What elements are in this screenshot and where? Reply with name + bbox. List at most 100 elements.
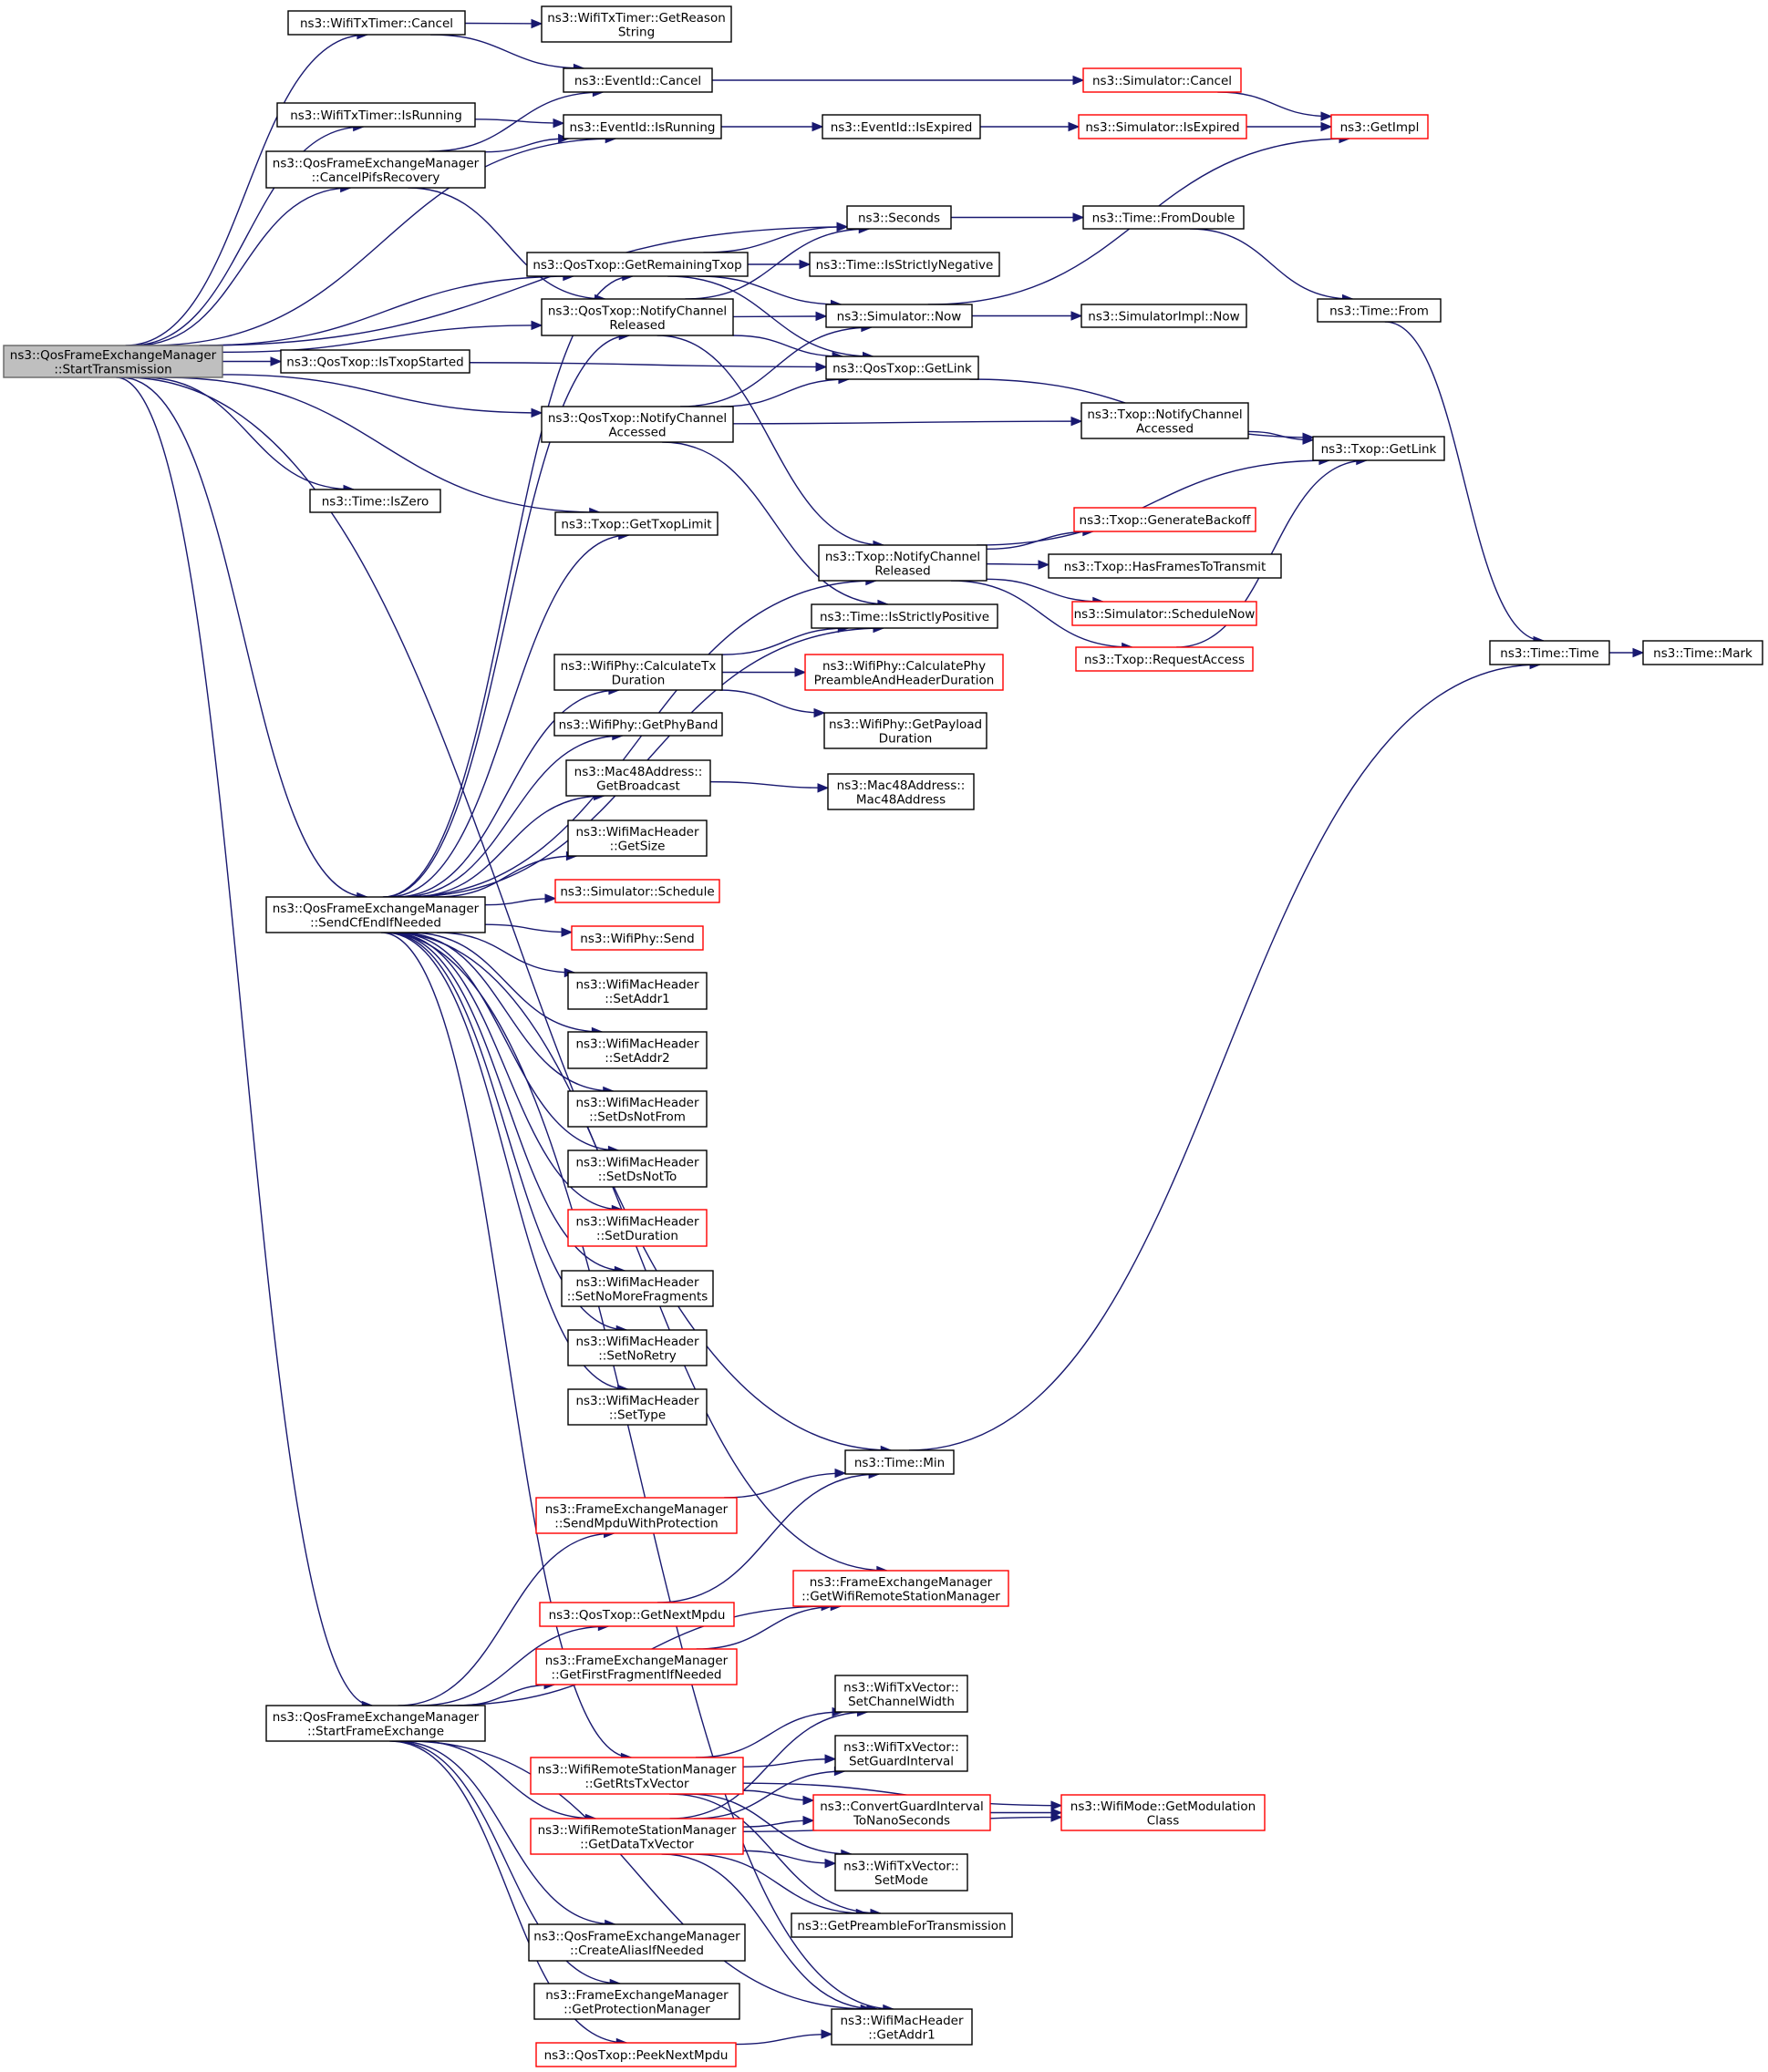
- node-set-mode[interactable]: ns3::WifiTxVector::SetMode: [834, 1853, 968, 1892]
- node-is-txop-started[interactable]: ns3::QosTxop::IsTxopStarted: [280, 349, 470, 374]
- arrowhead-icon: [1068, 121, 1080, 132]
- node-get-preamble[interactable]: ns3::GetPreambleForTransmission: [791, 1912, 1013, 1938]
- node-create-alias[interactable]: ns3::QosFrameExchangeManager::CreateAlia…: [528, 1923, 746, 1962]
- node-sim-impl-now[interactable]: ns3::SimulatorImpl::Now: [1080, 304, 1247, 328]
- node-timer-cancel[interactable]: ns3::WifiTxTimer::Cancel: [287, 10, 466, 36]
- node-set-addr1[interactable]: ns3::WifiMacHeader::SetAddr1: [567, 972, 708, 1010]
- node-event-cancel[interactable]: ns3::EventId::Cancel: [563, 67, 713, 93]
- node-sim-schedule[interactable]: ns3::Simulator::Schedule: [554, 879, 720, 903]
- node-set-no-more-frag[interactable]: ns3::WifiMacHeader::SetNoMoreFragments: [561, 1270, 714, 1307]
- node-set-guard[interactable]: ns3::WifiTxVector::SetGuardInterval: [834, 1735, 968, 1772]
- node-get-first-frag[interactable]: ns3::FrameExchangeManager::GetFirstFragm…: [535, 1648, 738, 1685]
- node-strictly-neg[interactable]: ns3::Time::IsStrictlyNegative: [809, 252, 1000, 277]
- node-label: ns3::Simulator::IsExpired: [1085, 120, 1239, 135]
- node-request-access[interactable]: ns3::Txop::RequestAccess: [1075, 646, 1254, 672]
- node-get-remaining[interactable]: ns3::QosTxop::GetRemainingTxop: [526, 252, 749, 277]
- node-box: [3, 345, 223, 378]
- node-box: [846, 205, 952, 230]
- node-set-type[interactable]: ns3::WifiMacHeader::SetType: [567, 1388, 708, 1426]
- node-phy-band[interactable]: ns3::WifiPhy::GetPhyBand: [553, 712, 723, 737]
- node-box: [1080, 304, 1247, 328]
- node-event-is-running[interactable]: ns3::EventId::IsRunning: [563, 114, 722, 139]
- node-time-time[interactable]: ns3::Time::Time: [1489, 640, 1610, 665]
- node-label: ns3::QosFrameExchangeManager: [273, 156, 480, 170]
- node-time-min[interactable]: ns3::Time::Min: [844, 1449, 955, 1475]
- node-box: [825, 304, 973, 328]
- arrowhead-icon: [270, 356, 283, 366]
- node-schedule-now[interactable]: ns3::Simulator::ScheduleNow: [1071, 601, 1257, 626]
- call-edge-get-broadcast-to-mac48: [709, 780, 829, 789]
- node-sim-is-expired[interactable]: ns3::Simulator::IsExpired: [1078, 114, 1247, 139]
- node-set-duration[interactable]: ns3::WifiMacHeader::SetDuration: [567, 1209, 708, 1247]
- node-phy-send[interactable]: ns3::WifiPhy::Send: [571, 925, 704, 951]
- node-get-next-mpdu[interactable]: ns3::QosTxop::GetNextMpdu: [539, 1602, 735, 1627]
- call-edge-send-cf-end-to-qos-notify-released: [383, 335, 630, 898]
- call-edge-root-to-start-frame: [116, 376, 373, 1706]
- node-label: ns3::Txop::NotifyChannel: [825, 550, 980, 564]
- node-get-prot-mgr[interactable]: ns3::FrameExchangeManager::GetProtection…: [533, 1983, 740, 2020]
- node-get-txop-limit[interactable]: ns3::Txop::GetTxopLimit: [554, 511, 719, 536]
- node-seconds[interactable]: ns3::Seconds: [846, 205, 952, 230]
- call-edge-get-data-txv-to-set-guard: [693, 1770, 845, 1819]
- node-set-ds-not-from[interactable]: ns3::WifiMacHeader::SetDsNotFrom: [567, 1090, 708, 1128]
- node-set-addr2[interactable]: ns3::WifiMacHeader::SetAddr2: [567, 1031, 708, 1069]
- node-label: ns3::QosTxop::GetLink: [832, 362, 972, 376]
- node-calc-phy-pre[interactable]: ns3::WifiPhy::CalculatePhyPreambleAndHea…: [804, 654, 1004, 691]
- node-get-data-txv[interactable]: ns3::WifiRemoteStationManager::GetDataTx…: [530, 1818, 744, 1855]
- node-has-frames[interactable]: ns3::Txop::HasFramesToTransmit: [1048, 553, 1282, 579]
- node-set-no-retry[interactable]: ns3::WifiMacHeader::SetNoRetry: [567, 1329, 708, 1366]
- node-event-is-expired[interactable]: ns3::EventId::IsExpired: [822, 114, 981, 139]
- node-box: [1060, 1794, 1266, 1831]
- node-get-rts-txv[interactable]: ns3::WifiRemoteStationManager::GetRtsTxV…: [530, 1757, 744, 1795]
- node-box: [526, 252, 749, 277]
- node-from-double[interactable]: ns3::Time::FromDouble: [1082, 205, 1245, 230]
- node-get-addr1[interactable]: ns3::WifiMacHeader::GetAddr1: [831, 2008, 973, 2046]
- node-send-cf-end[interactable]: ns3::QosFrameExchangeManager::SendCfEndI…: [265, 896, 486, 933]
- call-edge-get-rts-txv-to-conv-guard: [742, 1789, 814, 1801]
- node-sim-cancel[interactable]: ns3::Simulator::Cancel: [1082, 67, 1242, 93]
- node-time-mark[interactable]: ns3::Time::Mark: [1642, 640, 1763, 665]
- call-edge-qos-notify-released-to-qos-get-link: [732, 335, 843, 357]
- node-get-broadcast[interactable]: ns3::Mac48Address::GetBroadcast: [565, 759, 711, 797]
- node-txop-get-link[interactable]: ns3::Txop::GetLink: [1312, 436, 1445, 461]
- node-timer-is-running[interactable]: ns3::WifiTxTimer::IsRunning: [276, 102, 476, 128]
- node-gen-backoff[interactable]: ns3::Txop::GenerateBackoff: [1073, 507, 1256, 532]
- node-strictly-pos[interactable]: ns3::Time::IsStrictlyPositive: [811, 603, 998, 629]
- node-label: ns3::WifiMacHeader: [575, 1394, 699, 1408]
- arrowhead-icon: [1072, 212, 1085, 222]
- node-label: Accessed: [608, 425, 666, 439]
- call-edge-root-to-get-txop-limit: [164, 376, 600, 513]
- node-label: ::GetProtectionManager: [563, 2002, 710, 2016]
- node-label: ns3::Txop::HasFramesToTransmit: [1064, 560, 1267, 574]
- node-label: ns3::WifiTxVector::: [843, 1680, 959, 1695]
- node-send-mpdu[interactable]: ns3::FrameExchangeManager::SendMpduWithP…: [535, 1497, 738, 1534]
- node-get-size[interactable]: ns3::WifiMacHeader::GetSize: [567, 820, 708, 857]
- node-mac48[interactable]: ns3::Mac48Address::Mac48Address: [827, 773, 975, 810]
- call-edge-start-frame-to-create-alias: [397, 1740, 615, 1925]
- node-sim-now[interactable]: ns3::Simulator::Now: [825, 304, 973, 328]
- node-set-ds-not-to[interactable]: ns3::WifiMacHeader::SetDsNotTo: [567, 1149, 708, 1188]
- call-edge-root-to-get-remaining: [199, 275, 574, 346]
- node-get-rsm[interactable]: ns3::FrameExchangeManager::GetWifiRemote…: [792, 1570, 1009, 1607]
- node-label: ns3::Time::Mark: [1653, 646, 1752, 661]
- node-start-frame[interactable]: ns3::QosFrameExchangeManager::StartFrame…: [265, 1705, 486, 1742]
- node-label: ToNanoSeconds: [853, 1813, 950, 1828]
- node-time-from[interactable]: ns3::Time::From: [1317, 298, 1442, 323]
- node-box: [844, 1449, 955, 1475]
- node-is-zero[interactable]: ns3::Time::IsZero: [309, 489, 441, 513]
- node-root[interactable]: ns3::QosFrameExchangeManager::StartTrans…: [3, 345, 223, 378]
- node-qos-get-link[interactable]: ns3::QosTxop::GetLink: [825, 356, 979, 380]
- node-get-impl[interactable]: ns3::GetImpl: [1330, 114, 1429, 139]
- node-cancel-pifs[interactable]: ns3::QosFrameExchangeManager::CancelPifs…: [265, 150, 486, 189]
- node-set-chan-width[interactable]: ns3::WifiTxVector::SetChannelWidth: [834, 1675, 968, 1713]
- node-peek-next[interactable]: ns3::QosTxop::PeekNextMpdu: [535, 2042, 737, 2067]
